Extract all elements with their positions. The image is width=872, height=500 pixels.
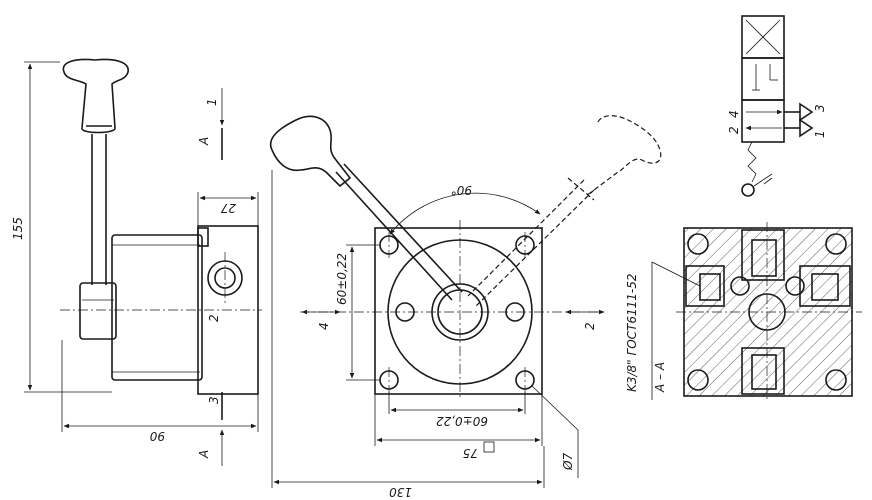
dim-75: 75 — [463, 446, 478, 460]
dim-60-vertical: 60±0,22 — [335, 253, 349, 305]
flange-square — [374, 227, 543, 395]
thread-note: K3/8" ГОСТ6111-52 — [625, 274, 639, 393]
dim-dia-7: Ø7 — [561, 453, 575, 471]
section-view: K3/8" ГОСТ6111-52 A – A — [625, 222, 862, 402]
side-view: 155 27 90 2 3 A 1 A — [11, 58, 262, 466]
hydraulic-symbol: 2 4 1 3 — [727, 15, 827, 197]
front-pos-2: 2 — [583, 322, 597, 330]
dim-27: 27 — [220, 201, 236, 215]
schematic-port-1: 1 — [813, 130, 827, 138]
handle-knob — [62, 58, 129, 134]
schematic-port-2: 2 — [727, 126, 741, 134]
dim-155: 155 — [11, 217, 25, 240]
section-label: A – A — [653, 362, 667, 393]
front-pos-4: 4 — [317, 322, 331, 330]
lever-solid — [269, 115, 352, 188]
side-pos-1: 1 — [205, 98, 219, 106]
schematic-port-4: 4 — [727, 110, 741, 118]
schematic-port-3: 3 — [813, 104, 827, 112]
angle-90: 90° — [451, 183, 472, 197]
side-pos-3: 3 — [207, 396, 221, 404]
dim-130: 130 — [389, 485, 412, 499]
dim-90-side: 90 — [149, 429, 165, 443]
dim-60-horizontal: 60±0,22 — [436, 414, 488, 428]
section-mark-A-top: A — [197, 137, 211, 146]
side-pos-2: 2 — [207, 314, 221, 322]
valve-body-side — [111, 234, 203, 381]
front-view: 90° 60±0,22 60±0,22 75 130 Ø7 4 2 — [269, 115, 662, 499]
section-mark-A-bottom: A — [197, 450, 211, 459]
